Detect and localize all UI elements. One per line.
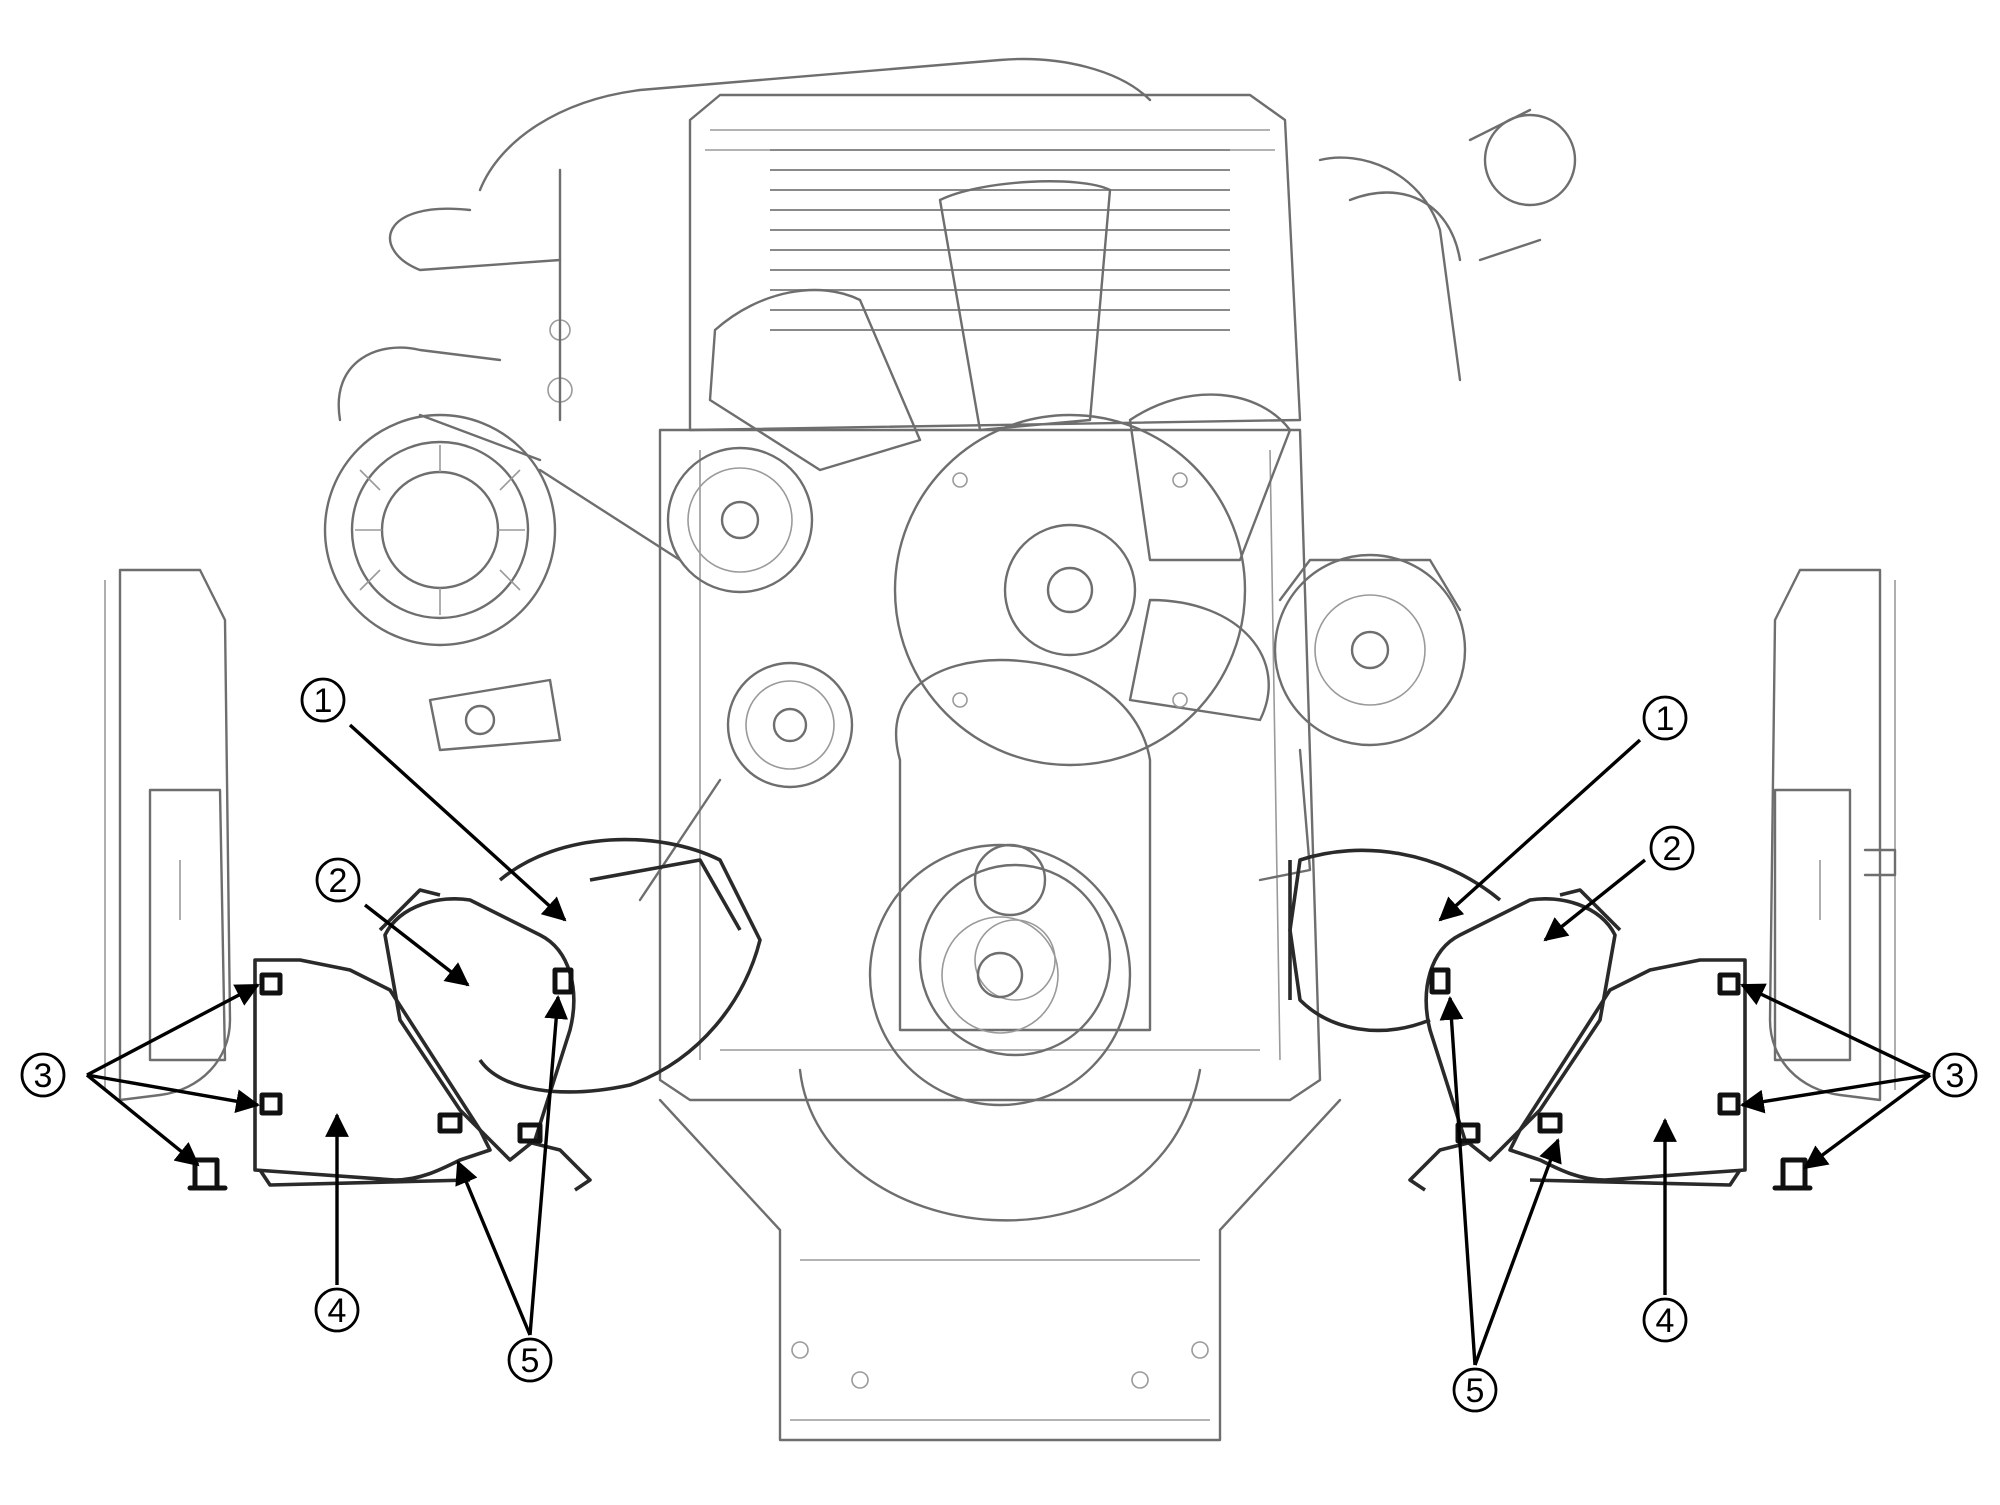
left-engine-mount xyxy=(187,837,762,1192)
callout-right-4-label: 4 xyxy=(1656,1302,1675,1340)
drive-belt xyxy=(418,168,722,902)
left-engine-bracket xyxy=(478,837,762,1094)
callout-right-1-label: 1 xyxy=(1656,700,1675,738)
callout-right-2: 2 xyxy=(1649,825,1695,871)
valve-cover-fins xyxy=(770,149,1230,331)
right-frame-bracket xyxy=(1508,958,1747,1182)
cooling-fan xyxy=(708,180,1292,767)
callout-left-5-label: 5 xyxy=(521,1342,540,1380)
callout-right-2-label: 2 xyxy=(1663,830,1682,868)
callout-right-5: 5 xyxy=(1452,1367,1498,1413)
frame-rail-right xyxy=(1768,568,1897,1102)
callout-left-4-label: 4 xyxy=(328,1292,347,1330)
left-insulator xyxy=(383,896,576,1162)
right-engine-mount xyxy=(1288,848,1813,1192)
callout-left-5: 5 xyxy=(507,1337,553,1383)
callout-left-1: 1 xyxy=(300,677,346,723)
left-frame-bracket xyxy=(253,958,492,1182)
callout-left-3-label: 3 xyxy=(34,1057,53,1095)
callout-left-3: 3 xyxy=(20,1052,66,1098)
callout-left-1-label: 1 xyxy=(314,682,333,720)
callout-right-1: 1 xyxy=(1642,695,1688,741)
callout-right-3: 3 xyxy=(1932,1052,1978,1098)
callout-right-5-label: 5 xyxy=(1466,1372,1485,1410)
right-insulator xyxy=(1424,896,1617,1162)
right-engine-bracket xyxy=(1288,848,1502,1033)
frame-rail-left xyxy=(104,568,232,1102)
ac-compressor xyxy=(1258,553,1467,882)
engine-block xyxy=(389,57,1577,1442)
leader-lines xyxy=(85,723,1932,1366)
callout-right-3-label: 3 xyxy=(1946,1057,1965,1095)
callout-left-4: 4 xyxy=(314,1287,360,1333)
callout-left-2: 2 xyxy=(315,857,361,903)
alternator xyxy=(323,346,562,752)
callout-left-2-label: 2 xyxy=(329,862,348,900)
callout-right-4: 4 xyxy=(1642,1297,1688,1343)
